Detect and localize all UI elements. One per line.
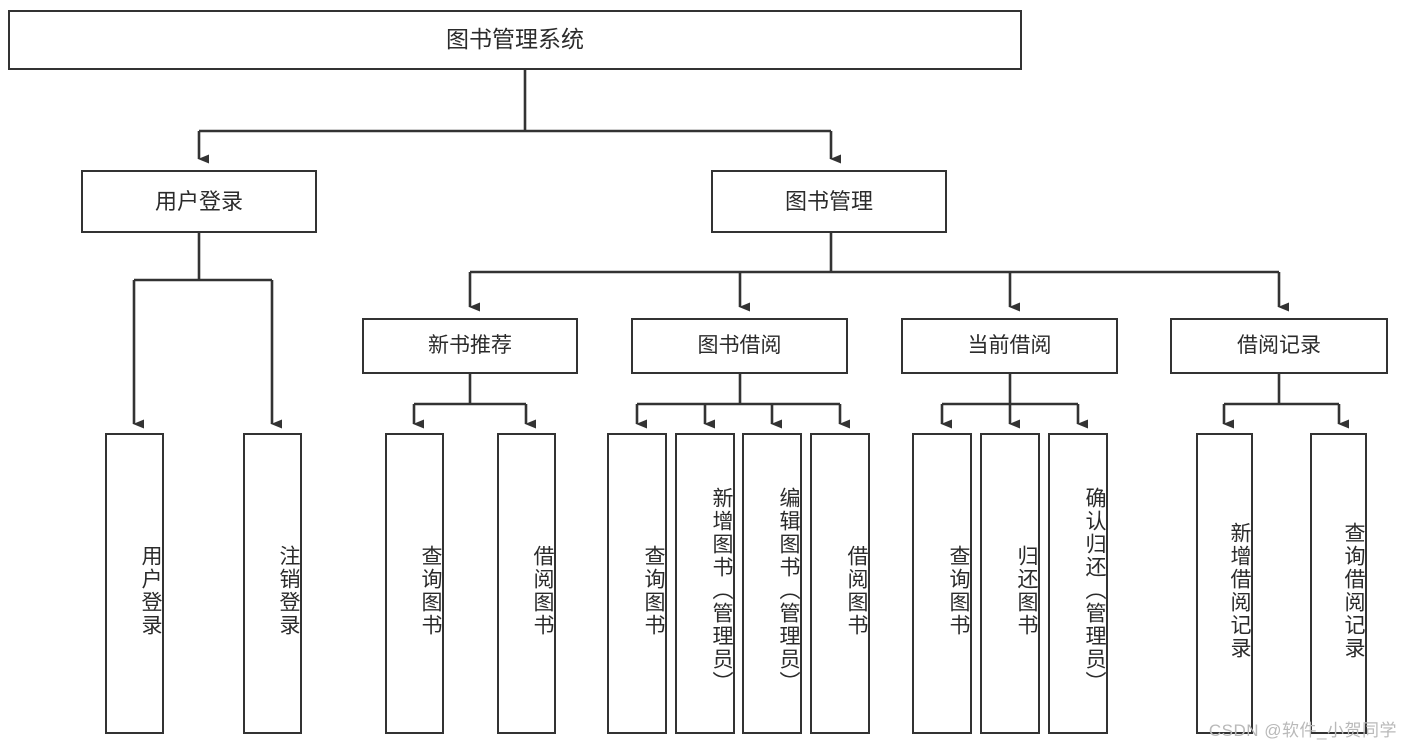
node-label: 借阅记录 <box>1237 333 1321 357</box>
node-label: 新增图书（管理员） <box>710 487 733 694</box>
node-label: 编辑图书（管理员） <box>777 487 800 694</box>
node-label: 确认归还（管理员） <box>1083 487 1106 694</box>
leaf-user-login[interactable]: 用户登录 <box>105 433 164 734</box>
node-label: 查询图书 <box>642 544 665 637</box>
leaf-borrow-book-recommend[interactable]: 借阅图书 <box>497 433 556 734</box>
leaf-logout[interactable]: 注销登录 <box>243 433 302 734</box>
node-label: 借阅图书 <box>845 544 868 637</box>
node-label: 注销登录 <box>277 544 300 637</box>
leaf-add-borrow-record[interactable]: 新增借阅记录 <box>1196 433 1253 734</box>
node-book-borrow[interactable]: 图书借阅 <box>631 318 848 374</box>
node-borrow-record[interactable]: 借阅记录 <box>1170 318 1388 374</box>
node-label: 图书管理 <box>784 188 873 214</box>
node-new-book-recommend[interactable]: 新书推荐 <box>362 318 578 374</box>
leaf-return-book[interactable]: 归还图书 <box>980 433 1040 734</box>
leaf-edit-book-admin[interactable]: 编辑图书（管理员） <box>742 433 802 734</box>
node-label: 新书推荐 <box>428 333 512 357</box>
leaf-query-book-recommend[interactable]: 查询图书 <box>385 433 444 734</box>
node-label: 用户登录 <box>154 188 243 214</box>
node-user-login[interactable]: 用户登录 <box>81 170 317 233</box>
node-label: 查询图书 <box>947 544 970 637</box>
watermark: CSDN @软件_小贺同学 <box>1208 721 1397 740</box>
leaf-query-book-borrow[interactable]: 查询图书 <box>607 433 667 734</box>
node-label: 查询图书 <box>419 544 442 637</box>
leaf-query-book-current[interactable]: 查询图书 <box>912 433 972 734</box>
node-label: 当前借阅 <box>967 333 1052 357</box>
node-label: 归还图书 <box>1015 544 1038 637</box>
leaf-add-book-admin[interactable]: 新增图书（管理员） <box>675 433 735 734</box>
node-root-system[interactable]: 图书管理系统 <box>8 10 1022 70</box>
leaf-borrow-book[interactable]: 借阅图书 <box>810 433 870 734</box>
leaf-confirm-return-admin[interactable]: 确认归还（管理员） <box>1048 433 1108 734</box>
node-label: 新增借阅记录 <box>1228 521 1251 660</box>
node-label: 借阅图书 <box>531 544 554 637</box>
leaf-query-borrow-record[interactable]: 查询借阅记录 <box>1310 433 1367 734</box>
node-label: 查询借阅记录 <box>1342 521 1365 660</box>
node-current-borrow[interactable]: 当前借阅 <box>901 318 1118 374</box>
node-label: 图书管理系统 <box>446 26 584 53</box>
node-label: 图书借阅 <box>697 333 782 357</box>
node-book-management[interactable]: 图书管理 <box>711 170 947 233</box>
node-label: 用户登录 <box>139 544 162 637</box>
